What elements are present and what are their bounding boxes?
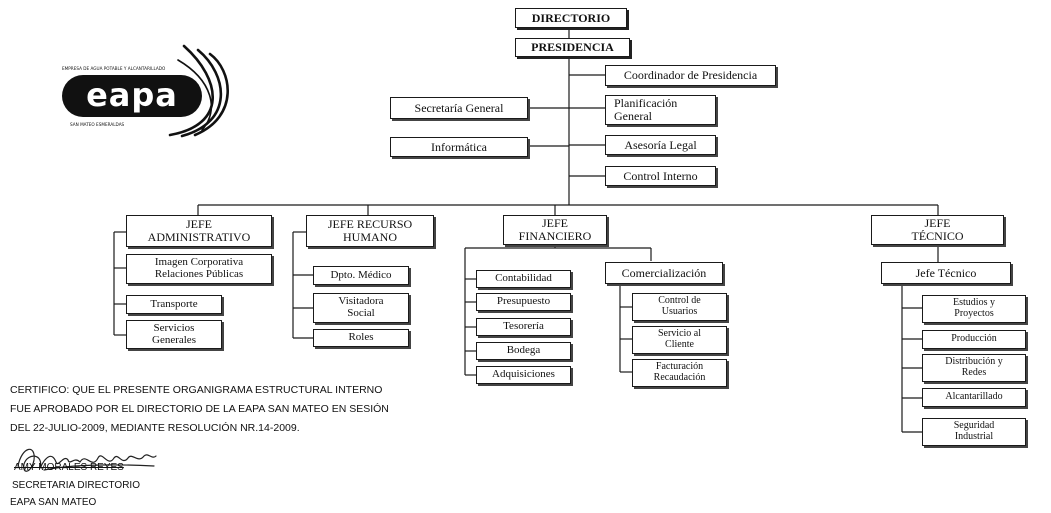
signatory-role: SECRETARIA DIRECTORIO — [12, 480, 140, 491]
logo-top-text: EMPRESA DE AGUA POTABLE Y ALCANTARILLADO — [62, 66, 166, 71]
signatory-org: EAPA SAN MATEO — [10, 497, 97, 508]
box-tesoreria: Tesorería — [476, 318, 571, 336]
box-visitadora-social: Visitadora Social — [313, 293, 409, 323]
box-jefe-tecnico: Jefe Técnico — [881, 262, 1011, 284]
box-transporte: Transporte — [126, 295, 222, 314]
svg-text:eapa: eapa — [86, 76, 178, 114]
handwritten-signature — [17, 448, 157, 472]
box-control-usuarios: Control de Usuarios — [632, 293, 727, 321]
certification-line-3: DEL 22-JULIO-2009, MEDIANTE RESOLUCIÓN N… — [10, 422, 300, 434]
box-facturacion-recaudacion: Facturación Recaudación — [632, 359, 727, 387]
box-control-interno: Control Interno — [605, 166, 716, 186]
box-informatica: Informática — [390, 137, 528, 157]
box-distribucion-redes: Distribución y Redes — [922, 354, 1026, 382]
box-adquisiciones: Adquisiciones — [476, 366, 571, 384]
box-alcantarillado: Alcantarillado — [922, 388, 1026, 407]
box-produccion: Producción — [922, 330, 1026, 349]
box-seguridad-industrial: Seguridad Industrial — [922, 418, 1026, 446]
box-asesoria-legal: Asesoría Legal — [605, 135, 716, 155]
box-jefe-recurso-humano: JEFE RECURSO HUMANO — [306, 215, 434, 247]
eapa-logo: eapa EMPRESA DE AGUA POTABLE Y ALCANTARI… — [62, 44, 229, 138]
box-directorio: DIRECTORIO — [515, 8, 627, 28]
box-imagen-corporativa: Imagen Corporativa Relaciones Públicas — [126, 254, 272, 284]
box-jefe-financiero: JEFE FINANCIERO — [503, 215, 607, 245]
certification-line-2: FUE APROBADO POR EL DIRECTORIO DE LA EAP… — [10, 403, 389, 415]
box-servicio-cliente: Servicio al Cliente — [632, 326, 727, 354]
box-dpto-medico: Dpto. Médico — [313, 266, 409, 285]
box-jefe-administrativo: JEFE ADMINISTRATIVO — [126, 215, 272, 247]
box-comercializacion: Comercialización — [605, 262, 723, 284]
box-presidencia: PRESIDENCIA — [515, 38, 630, 57]
box-estudios-proyectos: Estudios y Proyectos — [922, 295, 1026, 323]
logo-bottom-text: SAN MATEO ESMERALDAS — [70, 122, 125, 127]
box-jefe-tecnico-head: JEFE TÉCNICO — [871, 215, 1004, 245]
box-bodega: Bodega — [476, 342, 571, 360]
box-planificacion-general: Planificación General — [605, 95, 716, 125]
box-presupuesto: Presupuesto — [476, 293, 571, 311]
box-secretaria-general: Secretaría General — [390, 97, 528, 119]
box-coordinador-presidencia: Coordinador de Presidencia — [605, 65, 776, 86]
box-contabilidad: Contabilidad — [476, 270, 571, 288]
box-servicios-generales: Servicios Generales — [126, 320, 222, 349]
box-roles: Roles — [313, 329, 409, 347]
signatory-name: AMY MORALES REYES — [14, 462, 124, 473]
certification-line-1: CERTIFICO: QUE EL PRESENTE ORGANIGRAMA E… — [10, 384, 383, 396]
